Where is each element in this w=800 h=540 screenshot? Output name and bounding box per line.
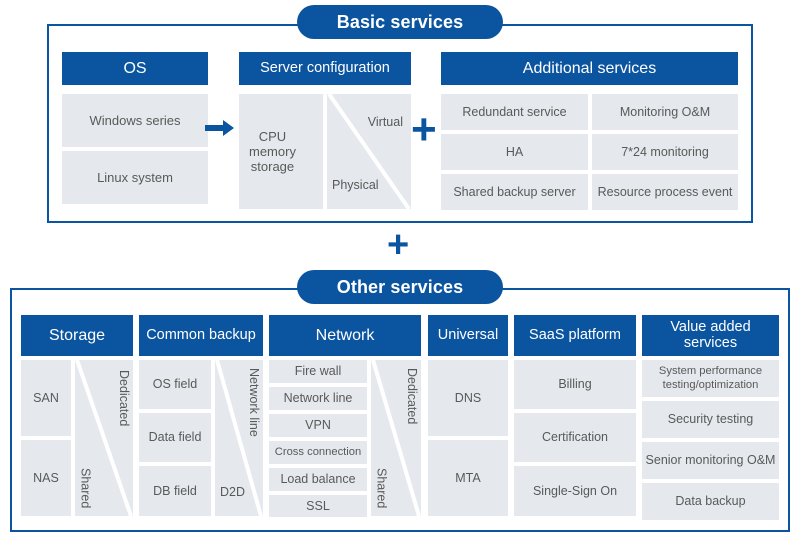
other-services-title: Other services	[297, 270, 503, 304]
label-d2d: D2D	[220, 484, 246, 499]
column-universal-header: Universal	[428, 315, 508, 356]
additional-services-col-left: Redundant service HA Shared backup serve…	[441, 94, 588, 210]
label-network-dedicated: Dedicated	[405, 368, 419, 425]
cell-cross-connection[interactable]: Cross connection	[269, 441, 367, 464]
column-storage: Storage SAN NAS Dedicated Shared	[21, 315, 133, 516]
group-os-header: OS	[62, 52, 208, 85]
label-virtual: Virtual	[367, 115, 403, 129]
diagonal-divider-icon	[327, 94, 411, 209]
group-server-configuration: Server configuration CPU memory storage …	[239, 52, 411, 209]
cell-billing[interactable]: Billing	[514, 360, 636, 409]
cell-linux-system[interactable]: Linux system	[62, 151, 208, 204]
cell-db-field[interactable]: DB field	[139, 466, 211, 516]
cell-certification[interactable]: Certification	[514, 413, 636, 462]
cell-vpn[interactable]: VPN	[269, 414, 367, 437]
label-network-shared: Shared	[374, 467, 389, 508]
label-storage-dedicated: Dedicated	[117, 370, 131, 427]
column-common-backup: Common backup OS field Data field DB fie…	[139, 315, 263, 516]
cell-shared-backup-server[interactable]: Shared backup server	[441, 174, 588, 210]
cell-windows-series[interactable]: Windows series	[62, 94, 208, 147]
group-additional-services-header: Additional services	[441, 52, 738, 85]
plus-top-connector: +	[411, 105, 437, 154]
cell-mta[interactable]: MTA	[428, 440, 508, 516]
column-network-header: Network	[269, 315, 421, 356]
column-common-backup-header: Common backup	[139, 315, 263, 356]
cell-data-field[interactable]: Data field	[139, 413, 211, 462]
column-value-added-services-header: Value added services	[642, 315, 779, 356]
cell-resource-process-event[interactable]: Resource process event	[592, 174, 738, 210]
cell-network-line[interactable]: Network line	[269, 387, 367, 410]
cell-san[interactable]: SAN	[21, 360, 71, 436]
column-storage-body: SAN NAS Dedicated Shared	[21, 360, 133, 516]
column-universal: Universal DNS MTA	[428, 315, 508, 516]
cell-ha[interactable]: HA	[441, 134, 588, 170]
split-storage-dedicated-shared[interactable]: Dedicated Shared	[75, 360, 133, 516]
cell-nas[interactable]: NAS	[21, 440, 71, 516]
cell-cpu-memory-storage[interactable]: CPU memory storage	[239, 94, 323, 209]
column-storage-header: Storage	[21, 315, 133, 356]
group-os: OS Windows series Linux system	[62, 52, 208, 204]
plus-middle-connector: +	[387, 224, 410, 266]
common-backup-items: OS field Data field DB field	[139, 360, 211, 516]
column-common-backup-body: OS field Data field DB field Network lin…	[139, 360, 263, 516]
column-value-added-services: Value added services System performance …	[642, 315, 779, 520]
column-saas-platform: SaaS platform Billing Certification Sing…	[514, 315, 636, 516]
cell-security-testing[interactable]: Security testing	[642, 401, 779, 438]
network-items: Fire wall Network line VPN Cross connect…	[269, 360, 367, 517]
cell-data-backup[interactable]: Data backup	[642, 483, 779, 520]
split-virtual-physical[interactable]: Virtual Physical	[327, 94, 411, 209]
cell-dns[interactable]: DNS	[428, 360, 508, 436]
split-network-dedicated-shared[interactable]: Dedicated Shared	[371, 360, 421, 516]
label-physical: Physical	[332, 177, 379, 192]
cell-system-performance-testing[interactable]: System performance testing/optimization	[642, 360, 779, 397]
cell-7x24-monitoring[interactable]: 7*24 monitoring	[592, 134, 738, 170]
column-network: Network Fire wall Network line VPN Cross…	[269, 315, 421, 517]
column-network-body: Fire wall Network line VPN Cross connect…	[269, 360, 421, 517]
additional-services-col-right: Monitoring O&M 7*24 monitoring Resource …	[592, 94, 738, 210]
additional-services-body: Redundant service HA Shared backup serve…	[441, 94, 738, 210]
cell-load-balance[interactable]: Load balance	[269, 468, 367, 491]
split-backup-networkline-d2d[interactable]: Network line D2D	[215, 360, 263, 516]
basic-services-title: Basic services	[297, 5, 503, 39]
column-saas-platform-header: SaaS platform	[514, 315, 636, 356]
cell-os-field[interactable]: OS field	[139, 360, 211, 409]
label-storage-shared: Shared	[78, 467, 93, 508]
group-server-configuration-header: Server configuration	[239, 52, 411, 85]
storage-items: SAN NAS	[21, 360, 71, 516]
value-added-services-items: System performance testing/optimization …	[642, 360, 779, 520]
group-additional-services: Additional services Redundant service HA…	[441, 52, 738, 210]
cell-fire-wall[interactable]: Fire wall	[269, 360, 367, 383]
cell-single-sign-on[interactable]: Single-Sign On	[514, 466, 636, 516]
arrow-right-icon	[205, 120, 234, 136]
cell-redundant-service[interactable]: Redundant service	[441, 94, 588, 130]
cell-ssl[interactable]: SSL	[269, 495, 367, 517]
server-configuration-body: CPU memory storage Virtual Physical	[239, 94, 411, 209]
label-network-line: Network line	[247, 368, 261, 437]
cell-monitoring-om[interactable]: Monitoring O&M	[592, 94, 738, 130]
saas-platform-items: Billing Certification Single-Sign On	[514, 360, 636, 516]
universal-items: DNS MTA	[428, 360, 508, 516]
cell-senior-monitoring-om[interactable]: Senior monitoring O&M	[642, 442, 779, 479]
group-os-items: Windows series Linux system	[62, 94, 208, 204]
